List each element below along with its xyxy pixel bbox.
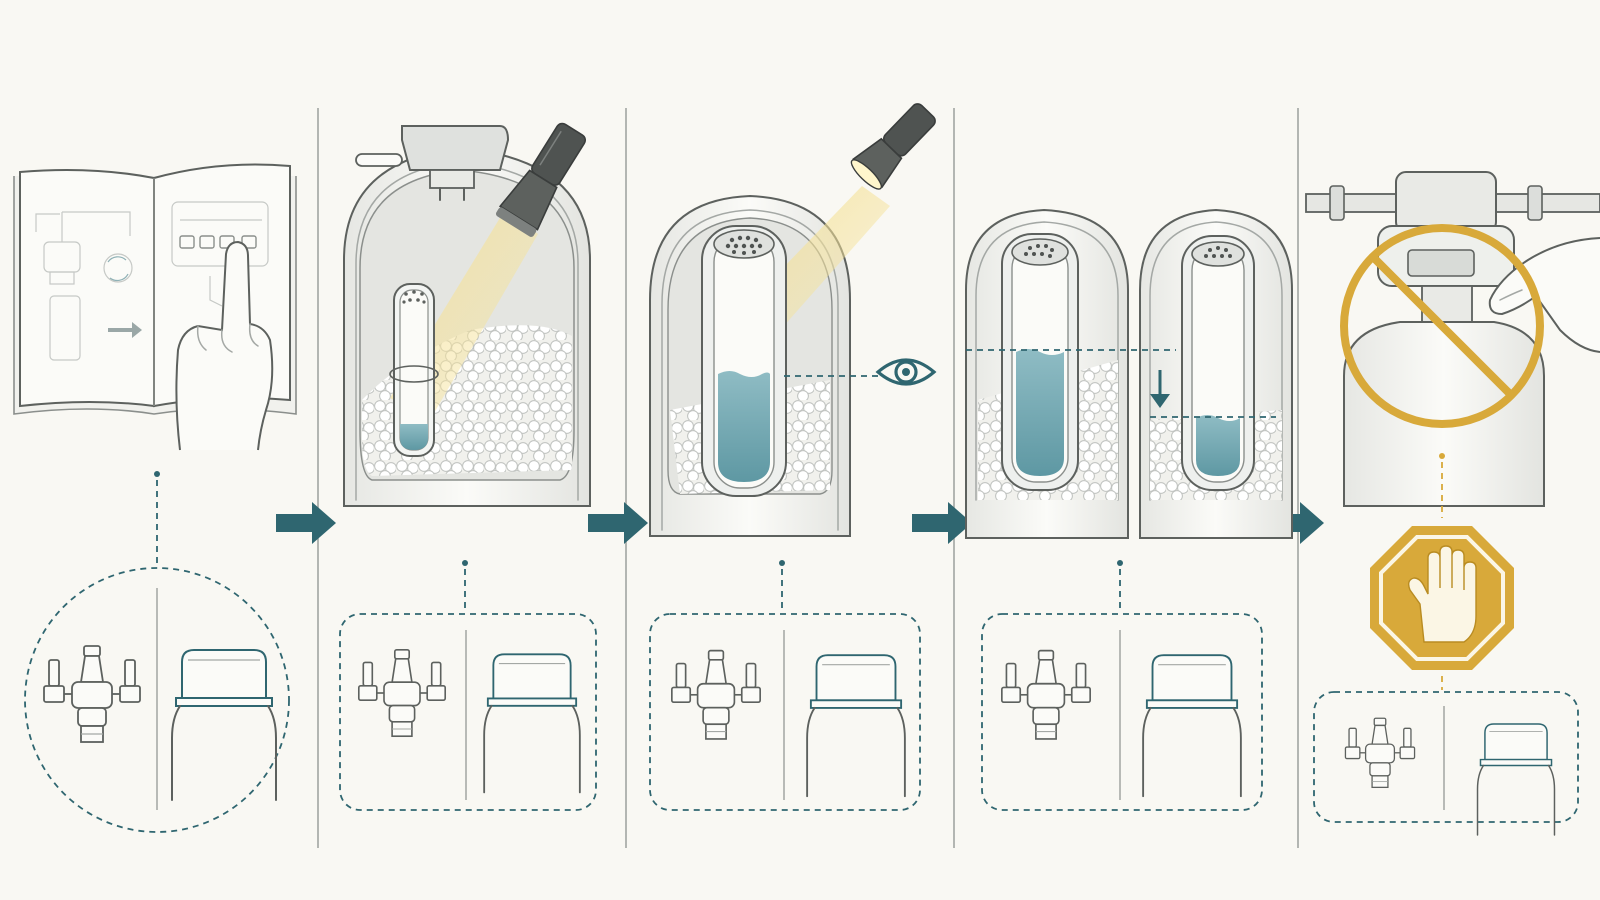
bypass-valve-icon (357, 648, 447, 738)
step-arrow-4 (1268, 502, 1324, 544)
step-arrow-2 (588, 502, 648, 544)
step-1-manual-scene (13, 163, 297, 833)
prohibited-sign-icon (1340, 224, 1544, 428)
flashlight-icon (850, 103, 936, 190)
down-arrow-icon (1150, 370, 1170, 408)
step-3-brine-well-scene (649, 103, 937, 811)
brine-tank-cap-icon (171, 649, 277, 801)
flashlight-icon (495, 122, 587, 237)
brine-tank-cap-icon (483, 653, 581, 794)
brine-tank-cap-icon (1142, 654, 1242, 798)
step-arrow-1 (276, 502, 336, 544)
bypass-valve-icon (671, 649, 761, 740)
pointing-hand-icon (175, 240, 274, 451)
stop-hand-icon (1370, 526, 1514, 670)
step-1-detail-circle (24, 567, 290, 833)
step-2-water-level (400, 424, 428, 450)
step-3-water-level (718, 371, 770, 482)
brine-tank-cap-icon (806, 654, 906, 798)
step-5-warning-scene (1305, 171, 1600, 836)
bypass-valve-icon (1001, 649, 1091, 740)
brine-tank-cap-icon (1476, 723, 1556, 836)
step-4-water-level-after (1196, 415, 1240, 476)
panel-dividers (317, 108, 1299, 848)
eye-icon (875, 358, 937, 386)
step-arrows (276, 502, 1324, 544)
step-4-water-level-before (1016, 349, 1064, 476)
step-5-detail-box (1313, 691, 1579, 836)
step-3-detail-box (649, 613, 921, 811)
step-4-water-level-compare-scene (965, 208, 1293, 811)
step-arrow-3 (912, 502, 972, 544)
step-2-brine-tank-scene (339, 122, 597, 811)
step-2-detail-box (339, 613, 597, 811)
bypass-valve-icon (43, 645, 141, 743)
step-4-detail-box (981, 613, 1263, 811)
bypass-valve-icon (1344, 717, 1416, 789)
